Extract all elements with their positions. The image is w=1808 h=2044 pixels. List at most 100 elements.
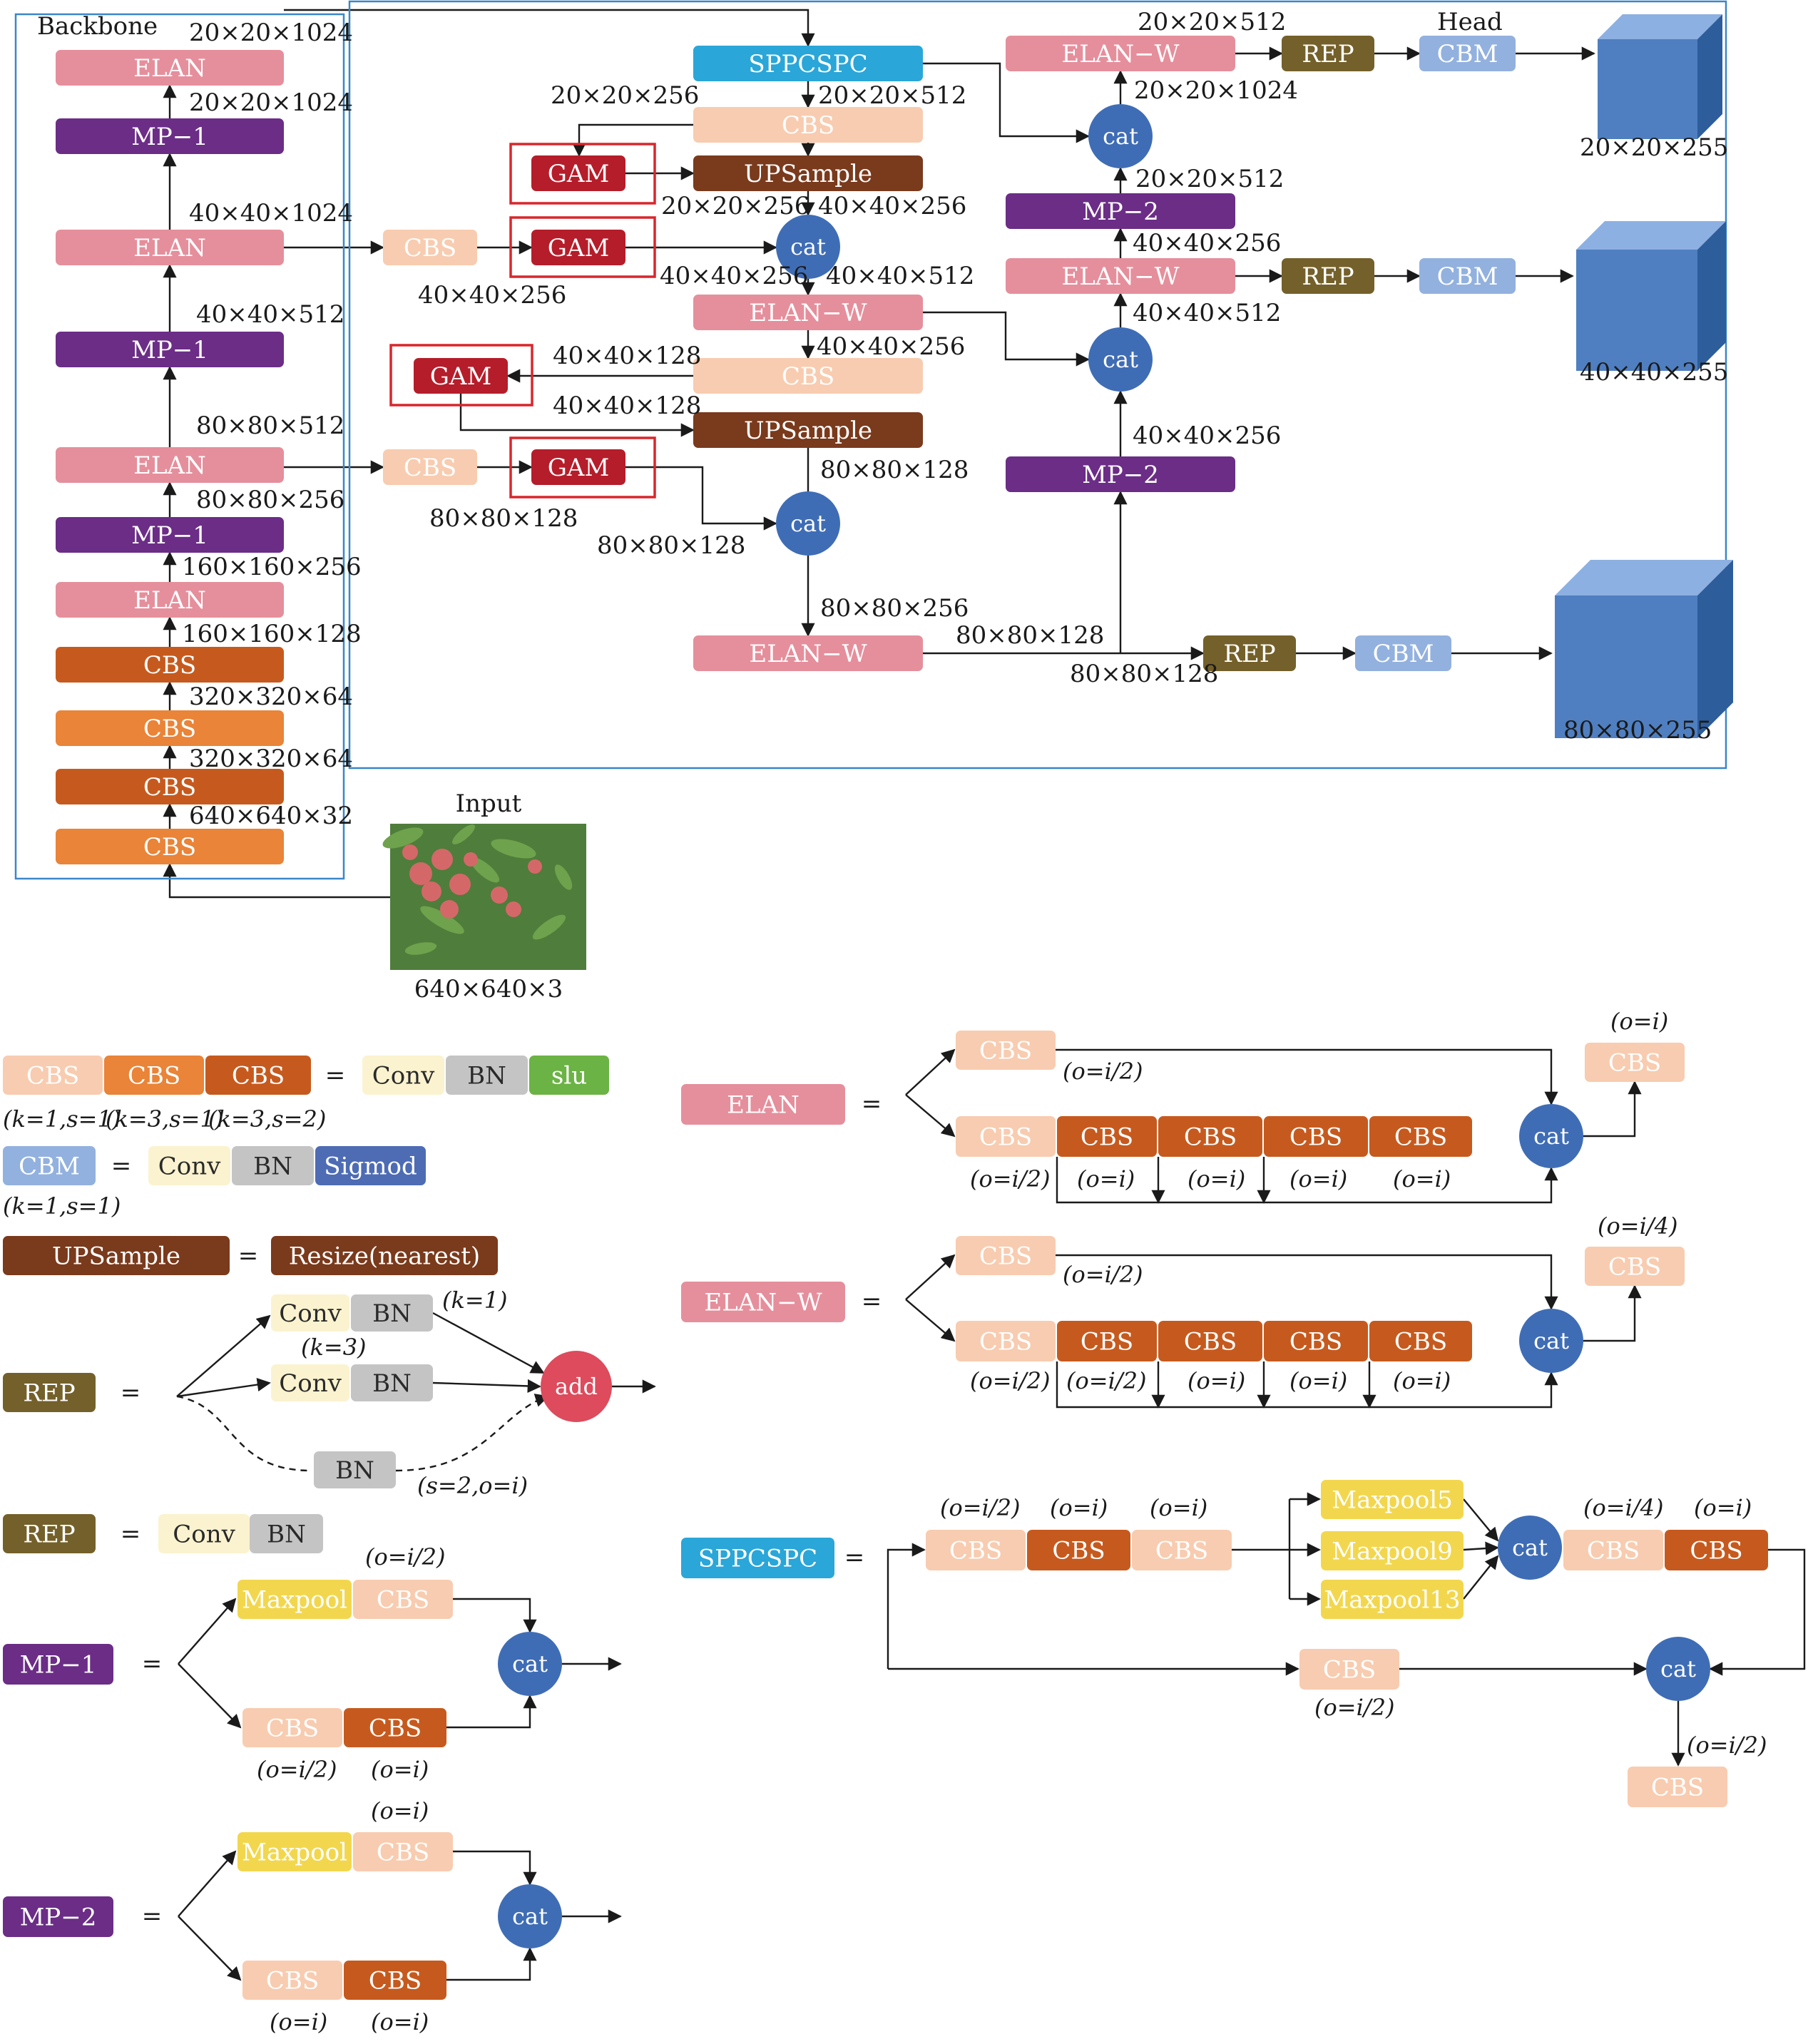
legend-mp2: MP−2 — [3, 1896, 113, 1937]
legend-mp1-cbs-2-label: CBS — [266, 1715, 319, 1743]
connector — [178, 1916, 242, 1981]
backbone-title: Backbone — [37, 12, 158, 41]
legend-cbs-b-label: CBS — [128, 1062, 180, 1090]
connector — [453, 1598, 537, 1633]
gam-4-frame — [509, 436, 656, 499]
head-mp2-2: MP−2 — [1006, 456, 1235, 492]
legend-rep-2: REP — [3, 1514, 96, 1553]
head-elanw-1: ELAN−W — [1006, 36, 1235, 71]
legend-mp2-cbs-3-label: CBS — [369, 1967, 422, 1996]
dim-h-8: 80×80×128 — [1070, 660, 1218, 688]
legend-rep-bn-1: BN — [351, 1294, 433, 1332]
legend-sppcspc: SPPCSPC — [681, 1538, 834, 1578]
head-cat-2: cat — [1088, 327, 1153, 392]
gam-3-frame — [389, 344, 533, 407]
dim-bb-6: 80×80×256 — [196, 486, 344, 514]
backbone-cbs-4: CBS — [56, 829, 284, 864]
legend-elanw-p1: (o=i/2) — [970, 1367, 1050, 1394]
backbone-cbs-1: CBS — [56, 647, 284, 683]
connector — [1463, 1498, 1499, 1542]
head-cat-1-label: cat — [1103, 123, 1138, 150]
legend-cbs-conv: Conv — [362, 1056, 444, 1095]
neck-cbs-3-label: CBS — [782, 362, 834, 391]
legend-cbm-conv: Conv — [148, 1146, 230, 1185]
legend-rep-k1: (k=1) — [442, 1287, 508, 1314]
legend-elan-label: ELAN — [727, 1091, 800, 1120]
backbone-elan-3-label: ELAN — [133, 451, 206, 480]
neck-upsample-1: UPSample — [693, 155, 923, 191]
legend-cbs-c: CBS — [205, 1056, 311, 1095]
legend-mp1-maxpool-label: Maxpool — [242, 1586, 347, 1615]
neck-cbs-2: CBS — [383, 230, 477, 265]
connector — [176, 1314, 271, 1397]
legend-rep-bn-2: BN — [351, 1364, 433, 1401]
legend-spp-cbs-2-label: CBS — [1052, 1537, 1105, 1565]
connector — [432, 1379, 541, 1394]
neck-cbs-3: CBS — [693, 358, 923, 394]
legend-elanw-p-out: (o=i/4) — [1598, 1212, 1677, 1240]
head-rep-1: REP — [1282, 36, 1374, 71]
legend-rep-bn-4: BN — [250, 1514, 323, 1553]
legend-elanw-cbs-5: CBS — [1369, 1321, 1472, 1361]
backbone-elan-4-label: ELAN — [133, 586, 206, 615]
legend-elan-p-top: (o=i/2) — [1063, 1058, 1143, 1085]
neck-upsample-2-label: UPSample — [744, 417, 872, 445]
dim-n-11: 80×80×128 — [820, 456, 969, 484]
legend-mp2-cbs-1: CBS — [353, 1832, 453, 1871]
legend-spp-cbs-5: CBS — [1665, 1530, 1768, 1570]
head-cbm-3-label: CBM — [1373, 640, 1434, 668]
backbone-cbs-2-label: CBS — [143, 715, 196, 743]
legend-rep-bn-2-label: BN — [372, 1369, 412, 1398]
dim-n-4: 40×40×256 — [818, 192, 966, 220]
neck-elanw-1-label: ELAN−W — [749, 299, 867, 327]
dim-n-12: 80×80×128 — [429, 504, 578, 533]
head-elanw-2: ELAN−W — [1006, 258, 1235, 294]
legend-elan-cbs-2-label: CBS — [1081, 1123, 1133, 1152]
legend-rep-bn-3: BN — [314, 1451, 396, 1488]
input-title: Input — [456, 790, 522, 818]
legend-elan-cbs-4: CBS — [1264, 1116, 1368, 1157]
legend-elanw-p-top: (o=i/2) — [1063, 1261, 1143, 1288]
connector — [1709, 1548, 1806, 1676]
legend-elan-cbs-5-label: CBS — [1394, 1123, 1447, 1152]
connector — [1583, 1080, 1642, 1138]
head-cat-2-label: cat — [1103, 346, 1138, 373]
backbone-mp1-1-label: MP−1 — [131, 123, 208, 151]
legend-cbm: CBM — [3, 1146, 96, 1185]
legend-elanw-cbs-out: CBS — [1585, 1247, 1685, 1286]
legend-spp-p6: (o=i/2) — [1314, 1694, 1394, 1721]
head-cbm-1-label: CBM — [1437, 40, 1498, 68]
legend-cbs-a-label: CBS — [26, 1062, 79, 1090]
legend-cbs-b: CBS — [104, 1056, 204, 1095]
backbone-mp1-2-label: MP−1 — [131, 336, 208, 364]
legend-mp1-p2: (o=i/2) — [257, 1756, 337, 1783]
legend-rep-1: REP — [3, 1373, 96, 1412]
legend-rep-bn-3-label: BN — [335, 1456, 374, 1485]
legend-elan-cbs-3-label: CBS — [1184, 1123, 1237, 1152]
connector — [1583, 1284, 1642, 1342]
legend-elan-p4: (o=i) — [1289, 1165, 1347, 1192]
legend-elanw-cbs-5-label: CBS — [1394, 1328, 1447, 1356]
legend-elanw-cbs-3-label: CBS — [1184, 1328, 1237, 1356]
legend-mp1-cat-label: cat — [512, 1650, 548, 1677]
legend-mp2-maxpool-label: Maxpool — [242, 1839, 347, 1867]
legend-elanw-cbs-2: CBS — [1057, 1321, 1157, 1361]
legend-spp-maxpool13: Maxpool13 — [1321, 1580, 1464, 1619]
legend-rep-conv-1: Conv — [271, 1294, 349, 1332]
connector — [432, 1312, 545, 1374]
legend-elanw-p2: (o=i/2) — [1066, 1367, 1146, 1394]
legend-elanw-cbs-3: CBS — [1158, 1321, 1262, 1361]
legend-elanw-p5: (o=i) — [1393, 1367, 1451, 1394]
legend-spp-maxpool9: Maxpool9 — [1321, 1531, 1464, 1570]
connector — [1056, 1048, 1558, 1105]
legend-mp1-cbs-1: CBS — [353, 1580, 453, 1619]
output-cube-20 — [1598, 14, 1722, 139]
legend-elanw-p4: (o=i) — [1289, 1367, 1347, 1394]
connector — [1463, 1541, 1499, 1555]
legend-rep-bn-1-label: BN — [372, 1299, 412, 1328]
head-mp2-1-label: MP−2 — [1082, 198, 1159, 226]
legend-spp-cbs-5-label: CBS — [1690, 1537, 1742, 1565]
dim-n-14: 80×80×256 — [820, 594, 969, 623]
neck-cbs-4-label: CBS — [404, 454, 456, 482]
